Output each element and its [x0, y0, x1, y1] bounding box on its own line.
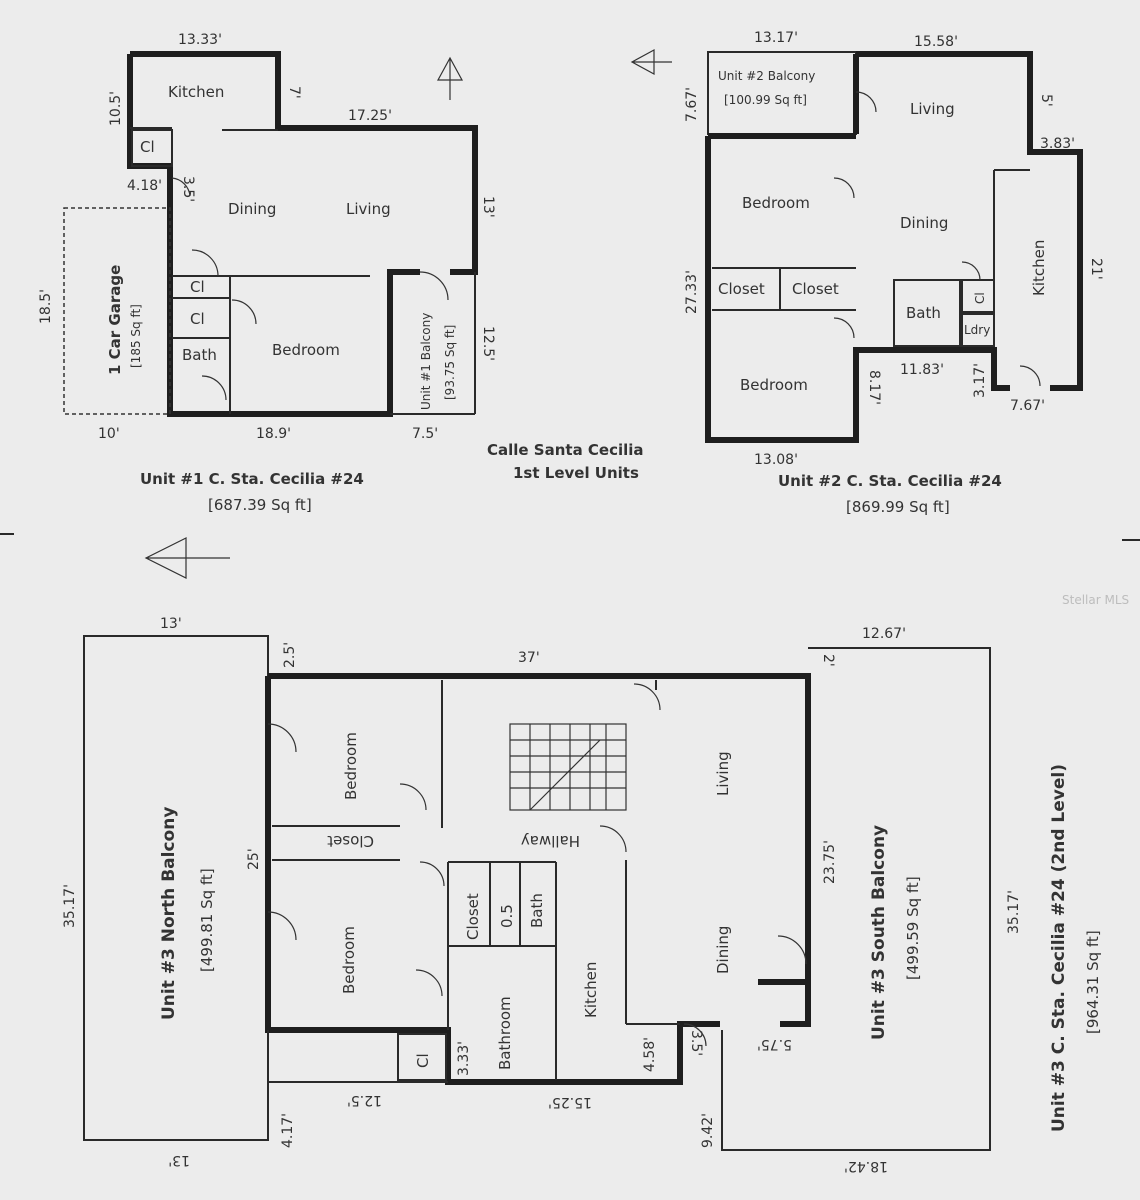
- unit-3-dim-35b: 3.5': [688, 1030, 704, 1056]
- unit-3-title: Unit #3 C. Sta. Cecilia #24 (2nd Level): [1049, 764, 1069, 1132]
- unit-3-half-label: 0.5: [498, 904, 516, 928]
- unit-3-dim-458: 4.58': [642, 1037, 658, 1072]
- unit-1-dim-b75: 7.5': [412, 426, 438, 442]
- unit-1-bath-label: Bath: [182, 346, 217, 364]
- unit-2-bath-label: Bath: [906, 304, 941, 322]
- unit-1-area: [687.39 Sq ft]: [208, 496, 312, 514]
- unit-3-dim-3517r: 35.17': [1006, 890, 1022, 934]
- unit-2-area: [869.99 Sq ft]: [846, 498, 950, 516]
- unit-3-cl-label: Cl: [414, 1053, 432, 1068]
- unit-2-closet1-label: Closet: [718, 280, 765, 298]
- unit-2-dim-top1: 13.17': [754, 30, 798, 46]
- level-label: 1st Level Units: [513, 464, 639, 482]
- unit-1-kitchen-label: Kitchen: [168, 83, 224, 101]
- unit-1-dim-right13: 13': [480, 196, 496, 218]
- unit-1-cl3-label: Cl: [190, 310, 205, 328]
- unit-3-area: [964.31 Sq ft]: [1084, 930, 1102, 1034]
- unit-2-dim-1308: 13.08': [754, 452, 798, 468]
- unit-3-dining-label: Dining: [714, 926, 732, 974]
- unit-3-closet-mid-label: Closet: [464, 893, 482, 940]
- unit-2-dim-383: 3.83': [1040, 136, 1075, 152]
- unit-2-closet2-label: Closet: [792, 280, 839, 298]
- unit-2-cl-label: Cl: [973, 292, 987, 304]
- unit-3-dim-2375: 23.75': [822, 840, 838, 884]
- unit-2-dim-817: 8.17': [866, 370, 882, 405]
- unit-1-balcony-label: Unit #1 Balcony: [419, 313, 433, 410]
- north-balcony-area: [499.81 Sq ft]: [198, 868, 216, 972]
- unit-2-bedroom2-label: Bedroom: [740, 376, 808, 394]
- unit-1-plan: [63, 51, 478, 417]
- unit-1-title: Unit #1 C. Sta. Cecilia #24: [140, 470, 364, 488]
- unit-3-dim-b13: 13': [168, 1152, 190, 1168]
- unit-3-dim-two: 2': [820, 654, 836, 667]
- south-balcony-label: Unit #3 South Balcony: [869, 825, 889, 1040]
- unit-1-dining-label: Dining: [228, 200, 276, 218]
- unit-1-bedroom-label: Bedroom: [272, 341, 340, 359]
- unit-2-dim-1183: 11.83': [900, 362, 944, 378]
- unit-2-plan: [630, 48, 1083, 443]
- unit-3-dim-3517l: 35.17': [62, 884, 78, 928]
- unit-3-plan: [83, 635, 991, 1151]
- unit-2-dining-label: Dining: [900, 214, 948, 232]
- unit-3-dim-333: 3.33': [456, 1041, 472, 1076]
- unit-1-living-label: Living: [346, 200, 391, 218]
- north-arrow-icon: [144, 537, 230, 579]
- unit-2-living-label: Living: [910, 100, 955, 118]
- unit-2-dim-top2: 15.58': [914, 34, 958, 50]
- street-label: Calle Santa Cecilia: [487, 441, 644, 459]
- unit-1-balcony-area: [93.75 Sq ft]: [443, 325, 457, 400]
- garage-area: [185 Sq ft]: [129, 304, 143, 368]
- unit-3-bathroom-label: Bathroom: [496, 996, 514, 1070]
- north-balcony-label: Unit #3 North Balcony: [159, 807, 179, 1020]
- unit-3-dim-25a: 2.5': [282, 642, 298, 668]
- unit-3-dim-b1842: 18.42': [844, 1158, 888, 1174]
- unit-2-title: Unit #2 C. Sta. Cecilia #24: [778, 472, 1002, 490]
- unit-3-closet-top-label: Closet: [327, 832, 374, 850]
- unit-3-dim-417: 4.17': [280, 1113, 296, 1148]
- unit-3-dim-b1525: 15.25': [548, 1094, 592, 1110]
- unit-1-dim-top: 13.33': [178, 32, 222, 48]
- unit-1-dim-418: 4.18': [127, 178, 162, 194]
- unit-2-dim-21: 21': [1088, 258, 1104, 280]
- unit-1-dim-seven: 7': [286, 86, 302, 99]
- unit-3-hallway-label: Hallway: [521, 832, 580, 850]
- unit-3-dim-1267: 12.67': [862, 626, 906, 642]
- unit-3-living-label: Living: [714, 751, 732, 796]
- unit-1-cl1-label: Cl: [140, 138, 155, 156]
- unit-3-bath-label: Bath: [528, 893, 546, 928]
- unit-1-dim-35: 3.5': [180, 176, 196, 202]
- unit-2-bedroom1-label: Bedroom: [742, 194, 810, 212]
- unit-3-dim-b125: 12.5': [347, 1092, 382, 1108]
- unit-1-dim-b10: 10': [98, 426, 120, 442]
- unit-3-bedroom2-label: Bedroom: [340, 926, 358, 994]
- unit-3-dim-575: 5.75': [757, 1036, 792, 1052]
- unit-3-bedroom1-label: Bedroom: [342, 732, 360, 800]
- unit-2-dim-five: 5': [1038, 94, 1054, 107]
- unit-1-dim-125: 12.5': [480, 326, 496, 361]
- unit-2-dim-767: 7.67': [684, 87, 700, 122]
- unit-2-balcony-area: [100.99 Sq ft]: [724, 93, 807, 107]
- unit-2-dim-2733: 27.33': [684, 270, 700, 314]
- unit-2-dim-317: 3.17': [972, 363, 988, 398]
- unit-1-dim-garage: 18.5': [38, 289, 54, 324]
- watermark: Stellar MLS: [1062, 593, 1129, 607]
- unit-2-ldry-label: Ldry: [964, 323, 990, 337]
- unit-3-kitchen-label: Kitchen: [582, 962, 600, 1018]
- unit-3-dim-t13: 13': [160, 616, 182, 632]
- garage-label: 1 Car Garage: [106, 265, 124, 375]
- unit-1-dim-midtop: 17.25': [348, 108, 392, 124]
- unit-2-balcony-label: Unit #2 Balcony: [718, 69, 815, 83]
- south-balcony-area: [499.59 Sq ft]: [904, 876, 922, 980]
- unit-2-kitchen-label: Kitchen: [1030, 240, 1048, 296]
- unit-3-dim-25: 25': [246, 848, 262, 870]
- unit-2-dim-h767: 7.67': [1010, 398, 1045, 414]
- unit-3-dim-t37: 37': [518, 650, 540, 666]
- unit-1-dim-b189: 18.9': [256, 426, 291, 442]
- unit-1-cl2-label: Cl: [190, 278, 205, 296]
- unit-3-dim-942: 9.42': [700, 1113, 716, 1148]
- unit-1-dim-left: 10.5': [108, 91, 124, 126]
